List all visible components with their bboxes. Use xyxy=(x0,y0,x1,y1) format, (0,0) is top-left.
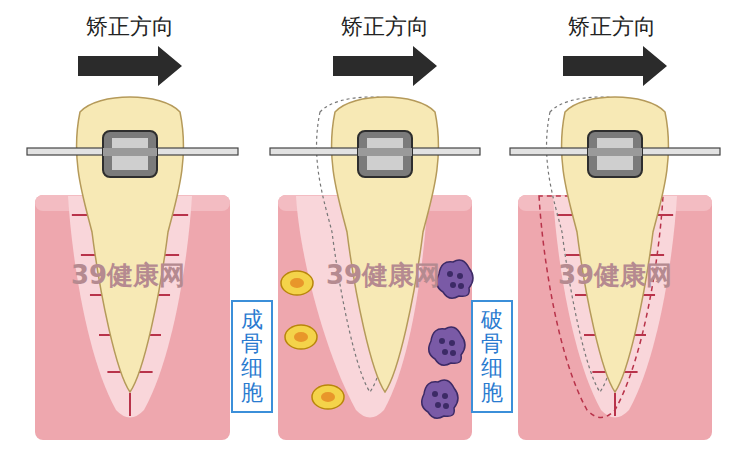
watermark: 39健康网 xyxy=(558,258,672,293)
cell-name: 成骨细胞 xyxy=(241,308,263,405)
tooth xyxy=(332,97,439,392)
cell-name: 破骨细胞 xyxy=(481,308,503,405)
arch-wire xyxy=(27,148,238,155)
bracket xyxy=(358,131,412,177)
osteoclast xyxy=(422,380,458,418)
osteoclast-nucleus xyxy=(450,282,456,288)
osteoclast-body xyxy=(437,260,473,298)
osteoblast xyxy=(285,325,317,349)
bracket-slot xyxy=(588,148,642,156)
panel-title: 矫正方向 xyxy=(341,12,429,42)
osteoblast-body xyxy=(312,385,344,409)
tooth xyxy=(562,97,669,392)
osteoblast xyxy=(281,271,313,295)
osteoblast-body xyxy=(281,271,313,295)
arch-wire xyxy=(510,148,720,155)
direction-arrow xyxy=(78,46,182,86)
panel xyxy=(27,46,238,440)
watermark: 39健康网 xyxy=(71,258,185,293)
cell-label-box: 成骨细胞 xyxy=(231,300,273,413)
osteoclast-nucleus xyxy=(432,391,438,397)
osteoclast-nucleus xyxy=(442,393,448,399)
osteoblast-nucleus xyxy=(321,392,335,402)
osteoclast-nucleus xyxy=(457,273,463,279)
direction-arrow xyxy=(563,46,667,86)
bracket-slot xyxy=(358,148,412,156)
cell-label-box: 破骨细胞 xyxy=(471,300,513,413)
watermark: 39健康网 xyxy=(326,258,440,293)
osteoclast-nucleus xyxy=(449,340,455,346)
osteoblast-nucleus xyxy=(290,278,304,288)
osteoclast-nucleus xyxy=(447,271,453,277)
osteoclast-body xyxy=(422,380,458,418)
bracket xyxy=(103,131,157,177)
ligament-fiber xyxy=(614,393,616,416)
bracket-slot xyxy=(103,148,157,156)
ligament-fiber xyxy=(129,393,131,416)
panel-title: 矫正方向 xyxy=(568,12,656,42)
direction-arrow xyxy=(333,46,437,86)
osteoblast-body xyxy=(285,325,317,349)
osteoclast-nucleus xyxy=(442,349,448,355)
osteoblast xyxy=(312,385,344,409)
osteoblast-nucleus xyxy=(294,332,308,342)
arch-wire xyxy=(270,148,480,155)
osteoclast-nucleus xyxy=(439,338,445,344)
osteoclast-nucleus xyxy=(435,402,441,408)
panel xyxy=(510,46,720,440)
osteoclast xyxy=(437,260,473,298)
osteoclast xyxy=(429,327,465,365)
panel xyxy=(270,46,480,440)
osteoclast-nucleus xyxy=(450,350,456,356)
panel-title: 矫正方向 xyxy=(86,12,174,42)
osteoclast-body xyxy=(429,327,465,365)
osteoclast-nucleus xyxy=(458,283,464,289)
bracket xyxy=(588,131,642,177)
tooth xyxy=(77,97,184,392)
osteoclast-nucleus xyxy=(443,403,449,409)
